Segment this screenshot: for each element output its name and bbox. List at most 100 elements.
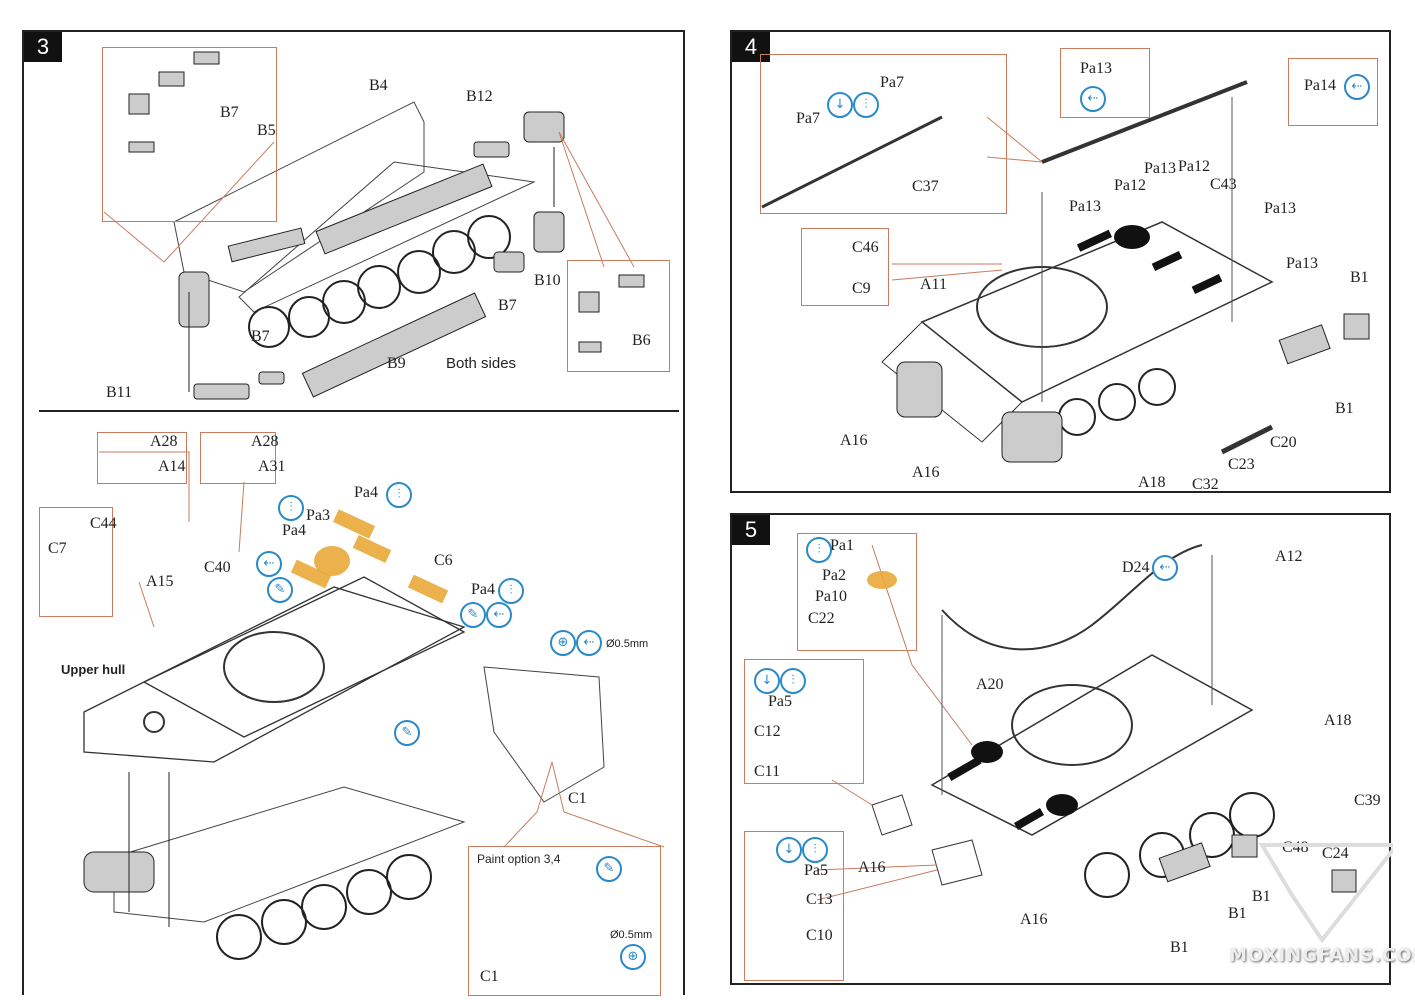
part-label-c32: C32 (1192, 476, 1219, 493)
part-label-pa13: Pa13 (1080, 60, 1112, 77)
part-label-c23: C23 (1228, 456, 1255, 473)
fold-down-icon: ↓ (754, 668, 780, 694)
part-label-c22: C22 (808, 610, 835, 627)
part-label-c20: C20 (1270, 434, 1297, 451)
part-label-b7: B7 (498, 297, 517, 314)
part-label-pa1: Pa1 (830, 537, 854, 554)
part-label-b7: B7 (251, 328, 270, 345)
part-label-a28: A28 (251, 433, 279, 450)
part-label-c43: C43 (1210, 176, 1237, 193)
part-label-a12: A12 (1275, 548, 1303, 565)
part-label-a16: A16 (912, 464, 940, 481)
part-label-c40: C40 (204, 559, 231, 576)
engine-deck-cover (483, 666, 605, 803)
photo-etch-icon: ✎ (394, 720, 420, 746)
step-4-panel: 4 Pa7 Pa7 C37 Pa13 Pa14 Pa13 Pa12 Pa13 P… (730, 30, 1391, 493)
glue-icon: ⇠ (576, 630, 602, 656)
hull-top-part (930, 654, 1254, 836)
step-number: 4 (732, 32, 770, 62)
drill-icon: ⊕ (550, 630, 576, 656)
a31-callout (200, 432, 276, 484)
step-5-panel: 5 Pa1 Pa2 Pa10 C22 D24 A12 A20 Pa5 C12 C… (730, 513, 1415, 985)
glue-icon: ⇠ (1152, 555, 1178, 581)
c46-callout (801, 228, 889, 306)
part-label-b1: B1 (1335, 400, 1354, 417)
watermark: MOXINGFANS.COM (1229, 945, 1415, 966)
bend-icon: ⫶ (802, 837, 828, 863)
lower-road-wheels (216, 854, 432, 960)
part-label-c11: C11 (754, 763, 781, 780)
glue-icon: ⇠ (1080, 86, 1106, 112)
turret-ring (1011, 684, 1133, 766)
glue-icon: ⇠ (486, 602, 512, 628)
step-number: 3 (24, 32, 62, 62)
pa13-box (1060, 48, 1150, 118)
bend-icon: ⫶ (278, 495, 304, 521)
a14-callout (97, 432, 187, 484)
part-label-b1: B1 (1350, 269, 1369, 286)
part-label-a28: A28 (150, 433, 178, 450)
photo-etch-icon: ✎ (596, 856, 622, 882)
bend-icon: ⫶ (853, 92, 879, 118)
part-label-pa7: Pa7 (796, 110, 820, 127)
part-label-a20: A20 (976, 676, 1004, 693)
photo-etch-icon: ✎ (267, 577, 293, 603)
road-wheels (248, 215, 511, 348)
upper-hull-part (83, 586, 466, 763)
part-label-c39: C39 (1354, 792, 1381, 809)
b6-callout (567, 260, 670, 372)
part-label-a31: A31 (258, 458, 286, 475)
part-label-c13: C13 (806, 891, 833, 908)
part-label-a11: A11 (920, 276, 947, 293)
pa14-box (1288, 58, 1378, 126)
part-label-b9: B9 (387, 355, 406, 372)
both-sides-note: Both sides (446, 355, 517, 372)
part-label-c1: C1 (568, 790, 587, 807)
part-label-c6: C6 (434, 552, 453, 569)
tow-cable-rail (1041, 80, 1248, 164)
part-label-a16: A16 (840, 432, 868, 449)
section-divider (39, 410, 679, 412)
part-label-pa10: Pa10 (815, 588, 847, 605)
part-label-c24: C24 (1322, 845, 1349, 862)
part-label-a18: A18 (1324, 712, 1352, 729)
step-number: 5 (732, 515, 770, 545)
part-label-pa5: Pa5 (768, 693, 792, 710)
part-label-c12: C12 (754, 723, 781, 740)
part-label-b12: B12 (466, 88, 493, 105)
part-label-pa3: Pa3 (306, 507, 330, 524)
part-label-pa4: Pa4 (354, 484, 378, 501)
paint-option-label: Paint option 3,4 (477, 852, 561, 866)
part-label-b6: B6 (632, 332, 651, 349)
part-label-pa7: Pa7 (880, 74, 904, 91)
bend-icon: ⫶ (498, 578, 524, 604)
part-label-pa4: Pa4 (282, 522, 306, 539)
c22-callout (797, 533, 917, 651)
c13-callout (744, 831, 844, 981)
part-label-pa12: Pa12 (1114, 177, 1146, 194)
bend-icon: ⫶ (386, 482, 412, 508)
fold-down-icon: ↓ (827, 92, 853, 118)
part-label-c1: C1 (480, 968, 499, 985)
step-4-drawing (761, 80, 1370, 463)
part-label-c10: C10 (806, 927, 833, 944)
hull-top-part (920, 221, 1274, 403)
part-label-pa12: Pa12 (1178, 158, 1210, 175)
part-label-b10: B10 (534, 272, 561, 289)
part-label-c44: C44 (90, 515, 117, 532)
part-label-a16: A16 (1020, 911, 1048, 928)
turret-ring (223, 631, 325, 703)
part-label-a14: A14 (158, 458, 186, 475)
part-label-pa13: Pa13 (1069, 198, 1101, 215)
fold-down-icon: ↓ (776, 837, 802, 863)
part-label-b11: B11 (106, 384, 133, 401)
part-label-pa13: Pa13 (1264, 200, 1296, 217)
photo-etch-icon: ✎ (460, 602, 486, 628)
part-label-c9: C9 (852, 280, 871, 297)
part-label-b1: B1 (1228, 905, 1247, 922)
bend-icon: ⫶ (806, 537, 832, 563)
part-label-b7: B7 (220, 104, 239, 121)
step-3-drawing (103, 51, 645, 400)
glue-icon: ⇠ (1344, 74, 1370, 100)
part-label-a18: A18 (1138, 474, 1166, 491)
